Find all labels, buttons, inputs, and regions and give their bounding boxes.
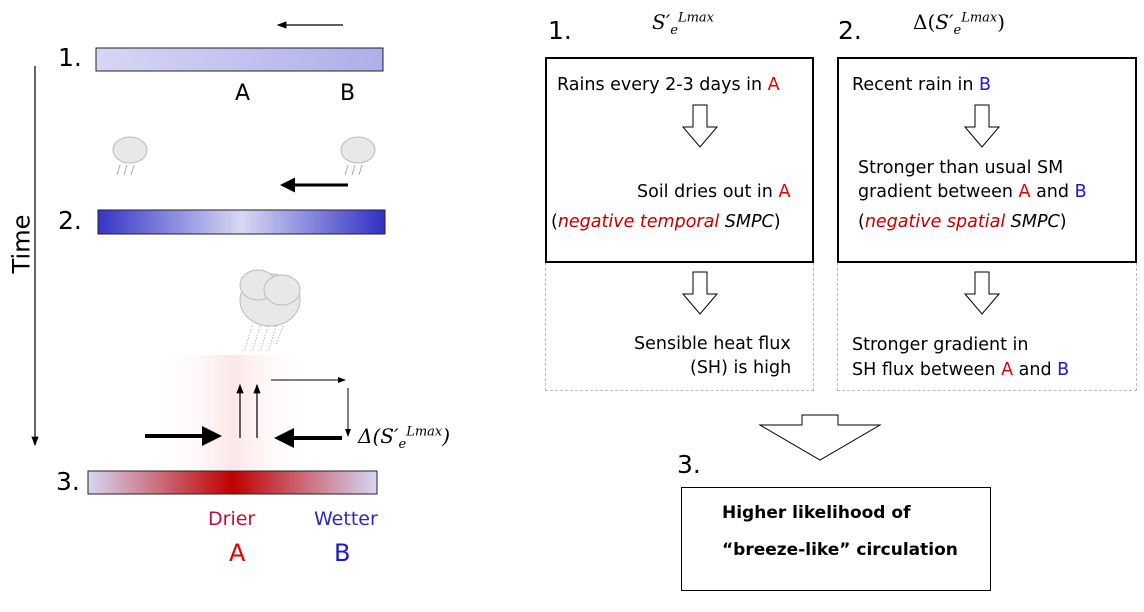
col1-box (545, 57, 814, 263)
col2-line1: Recent rain in B (852, 75, 991, 95)
col3-number: 3. (677, 450, 701, 479)
math-sub: e (670, 23, 678, 38)
t: and (1030, 182, 1075, 202)
location-b-label: B (340, 81, 356, 106)
col1-line1: Rains every 2-3 days in A (557, 75, 780, 95)
left-panel-graphics (31, 21, 386, 495)
t: ) (773, 212, 781, 232)
t: A (767, 75, 780, 95)
col1-line2: Soil dries out in A (637, 182, 790, 202)
col3-line2: “breeze-like” circulation (722, 540, 958, 560)
t: and (1013, 360, 1058, 380)
drier-label: Drier (208, 508, 256, 530)
math-sub: e (953, 23, 962, 38)
soil-bar-1 (95, 47, 384, 72)
soil-bar-2 (97, 209, 386, 235)
delta-prefix: Δ(S′ (358, 424, 399, 448)
delta-label: Δ(S′eLmax) (358, 424, 450, 452)
delta-sup: Lmax (406, 424, 443, 440)
t: A (1001, 360, 1014, 380)
math-base: S′ (652, 10, 671, 34)
col2-line5: Stronger gradient in (852, 335, 1029, 355)
t: ( (551, 212, 558, 232)
t: B (1057, 360, 1070, 380)
down-arrow-icon (681, 104, 719, 148)
time-label: Time (7, 214, 36, 274)
math-post: ) (997, 10, 1006, 34)
location-a-bottom: A (229, 539, 246, 567)
col1-dashed-box (545, 263, 814, 391)
math-sup: Lmax (961, 10, 998, 26)
t: B (979, 75, 992, 95)
t: A (1018, 182, 1031, 202)
t: SMPC (719, 212, 774, 232)
t: Recent rain in (852, 75, 979, 95)
col2-math: Δ(S′eLmax) (913, 10, 1005, 38)
soil-bar-3 (87, 470, 378, 495)
col2-number: 2. (838, 16, 862, 45)
t: B (1074, 182, 1087, 202)
col1-line5: (SH) is high (690, 358, 792, 378)
t: ( (858, 212, 865, 232)
cloud-icon (112, 136, 148, 176)
math-base: S′ (935, 10, 954, 34)
big-down-arrow-icon (758, 414, 882, 461)
flow-arrows (681, 104, 1001, 461)
location-a-label: A (235, 81, 251, 106)
location-b-bottom: B (334, 539, 351, 567)
step-2-label: 2. (58, 206, 82, 235)
cloud-icon (340, 136, 376, 176)
col2-line3: gradient between A and B (858, 182, 1087, 202)
t: negative temporal (557, 212, 720, 232)
down-arrow-icon (681, 271, 719, 315)
t: A (778, 182, 791, 202)
t: ) (1059, 212, 1067, 232)
col1-number: 1. (548, 16, 572, 45)
down-arrow-icon (963, 271, 1001, 315)
delta-sub: e (398, 437, 407, 452)
math-pre: Δ( (913, 10, 936, 34)
col3-box (681, 487, 991, 591)
t: Soil dries out in (637, 182, 779, 202)
col1-math: S′eLmax (652, 10, 714, 38)
math-sup: Lmax (677, 10, 714, 26)
col2-line4: (negative spatial SMPC) (858, 212, 1067, 232)
col1-line3: (negative temporal SMPC) (551, 212, 781, 232)
col1-line4: Sensible heat flux (634, 334, 791, 354)
down-arrow-icon (963, 104, 1001, 148)
t: gradient between (858, 182, 1019, 202)
t: negative spatial (864, 212, 1006, 232)
col2-box (837, 57, 1137, 263)
wetter-label: Wetter (314, 508, 378, 530)
step-3-label: 3. (56, 467, 80, 496)
step-1-label: 1. (58, 43, 82, 72)
delta-close: ) (442, 424, 451, 448)
t: SMPC (1005, 212, 1060, 232)
col2-dashed-box (837, 263, 1137, 391)
col2-line2: Stronger than usual SM (858, 158, 1064, 178)
col3-line1: Higher likelihood of (722, 503, 911, 523)
col2-line6: SH flux between A and B (852, 360, 1069, 380)
cloud-icon (239, 269, 301, 351)
t: SH flux between (852, 360, 1002, 380)
heat-glow (155, 355, 310, 470)
t: Rains every 2-3 days in (557, 75, 768, 95)
